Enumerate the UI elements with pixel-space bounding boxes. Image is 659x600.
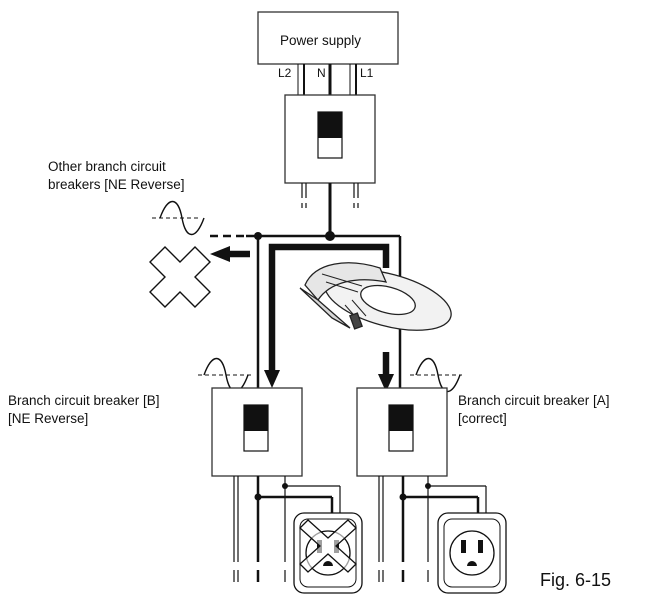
other-breakers-label-line2: breakers [NE Reverse]: [48, 177, 185, 192]
outlet-a-icon: [437, 512, 507, 594]
breaker-b-label-line1: Branch circuit breaker [B]: [8, 393, 160, 408]
current-flow-arrow: [330, 243, 390, 268]
branch-a-wiring: [378, 476, 487, 582]
figure-label: Fig. 6-15: [540, 570, 612, 590]
sine-wave-icon: [152, 200, 205, 236]
cross-mark-icon: [299, 519, 357, 573]
main-breaker-icon: [284, 94, 376, 184]
cross-mark-icon: [149, 246, 211, 308]
branch-breaker-b-icon: [211, 387, 303, 477]
junction-dot: [254, 493, 262, 501]
main-breaker-outputs: [301, 183, 359, 236]
branch-breaker-a-icon: [356, 387, 448, 477]
branch-b-wiring: [233, 476, 341, 582]
breaker-b-label-line2: [NE Reverse]: [8, 411, 89, 426]
arrow-head-icon: [264, 370, 280, 388]
other-breakers-label-line1: Other branch circuit: [48, 159, 166, 174]
junction-dot: [282, 483, 288, 489]
junction-dot: [425, 483, 431, 489]
terminal-l1-label: L1: [360, 66, 374, 80]
junction-dot: [399, 493, 407, 501]
arrow-head-icon: [378, 374, 394, 392]
junction-dot: [325, 231, 335, 241]
current-flow-arrow: [268, 243, 330, 374]
sine-wave-icon: [410, 357, 462, 393]
supply-wires: [297, 64, 357, 95]
breaker-a-label-line2: [correct]: [458, 411, 507, 426]
terminal-l2-label: L2: [278, 66, 292, 80]
arrow-head-icon: [210, 246, 230, 262]
power-supply-box-icon: [257, 11, 399, 65]
breaker-a-label-line1: Branch circuit breaker [A]: [458, 393, 610, 408]
clamp-meter-icon: [299, 262, 452, 331]
sine-wave-icon: [198, 357, 252, 393]
terminal-n-label: N: [317, 66, 326, 80]
power-supply-label: Power supply: [280, 33, 362, 48]
junction-dot: [254, 232, 262, 240]
